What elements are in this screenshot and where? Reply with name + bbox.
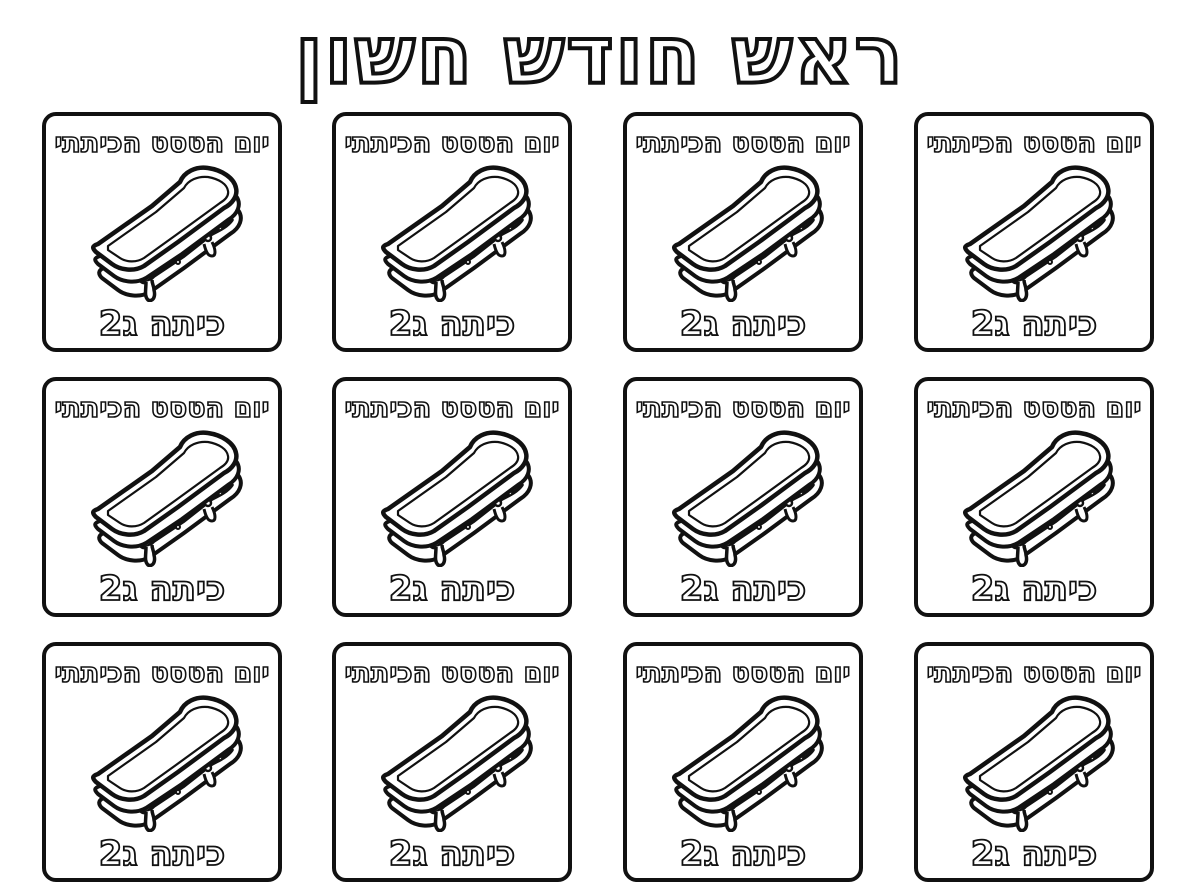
card: יום הטסט הכיתתי כיתה ג2 (914, 642, 1154, 882)
card-bottom-text: כיתה ג2 (679, 303, 807, 345)
card-bottom-text: כיתה ג2 (679, 833, 807, 875)
card: יום הטסט הכיתתי כיתה ג2 (42, 642, 282, 882)
grilled-cheese-sandwich-icon (672, 165, 824, 302)
grilled-cheese-sandwich-icon (91, 695, 243, 832)
card-bottom-text: כיתה ג2 (98, 568, 226, 610)
grilled-cheese-sandwich-icon (381, 430, 533, 567)
card-bottom-text: כיתה ג2 (679, 568, 807, 610)
card-top-text: יום הטסט הכיתתי (635, 127, 852, 160)
card-bottom-text: כיתה ג2 (388, 303, 516, 345)
card: יום הטסט הכיתתי כיתה ג2 (914, 112, 1154, 352)
card-bottom-text: כיתה ג2 (98, 833, 226, 875)
card-top-text: יום הטסט הכיתתי (926, 657, 1143, 690)
card: יום הטסט הכיתתי כיתה ג2 (623, 377, 863, 617)
card: יום הטסט הכיתתי כיתה ג2 (42, 112, 282, 352)
card-top-text: יום הטסט הכיתתי (926, 392, 1143, 425)
card: יום הטסט הכיתתי כיתה ג2 (914, 377, 1154, 617)
card-bottom-text: כיתה ג2 (388, 833, 516, 875)
card-top-text: יום הטסט הכיתתי (344, 392, 561, 425)
card-top-text: יום הטסט הכיתתי (635, 392, 852, 425)
grilled-cheese-sandwich-icon (963, 695, 1115, 832)
card-bottom-text: כיתה ג2 (388, 568, 516, 610)
grilled-cheese-sandwich-icon (381, 165, 533, 302)
card-top-text: יום הטסט הכיתתי (54, 392, 271, 425)
card-top-text: יום הטסט הכיתתי (344, 127, 561, 160)
page-title: ראש חודש חשון (293, 7, 905, 104)
card-top-text: יום הטסט הכיתתי (344, 657, 561, 690)
card-bottom-text: כיתה ג2 (970, 303, 1098, 345)
grilled-cheese-sandwich-icon (963, 430, 1115, 567)
card-top-text: יום הטסט הכיתתי (54, 127, 271, 160)
card-top-text: יום הטסט הכיתתי (54, 657, 271, 690)
grilled-cheese-sandwich-icon (91, 165, 243, 302)
grilled-cheese-sandwich-icon (963, 165, 1115, 302)
card-bottom-text: כיתה ג2 (98, 303, 226, 345)
grilled-cheese-sandwich-icon (672, 430, 824, 567)
card: יום הטסט הכיתתי כיתה ג2 (332, 642, 572, 882)
card-bottom-text: כיתה ג2 (970, 833, 1098, 875)
card-bottom-text: כיתה ג2 (970, 568, 1098, 610)
grilled-cheese-sandwich-icon (381, 695, 533, 832)
card: יום הטסט הכיתתי כיתה ג2 (332, 377, 572, 617)
grilled-cheese-sandwich-icon (672, 695, 824, 832)
card: יום הטסט הכיתתי כיתה ג2 (623, 642, 863, 882)
card: יום הטסט הכיתתי כיתה ג2 (42, 377, 282, 617)
card-top-text: יום הטסט הכיתתי (635, 657, 852, 690)
card-top-text: יום הטסט הכיתתי (926, 127, 1143, 160)
grilled-cheese-sandwich-icon (91, 430, 243, 567)
card: יום הטסט הכיתתי כיתה ג2 (623, 112, 863, 352)
card: יום הטסט הכיתתי כיתה ג2 (332, 112, 572, 352)
